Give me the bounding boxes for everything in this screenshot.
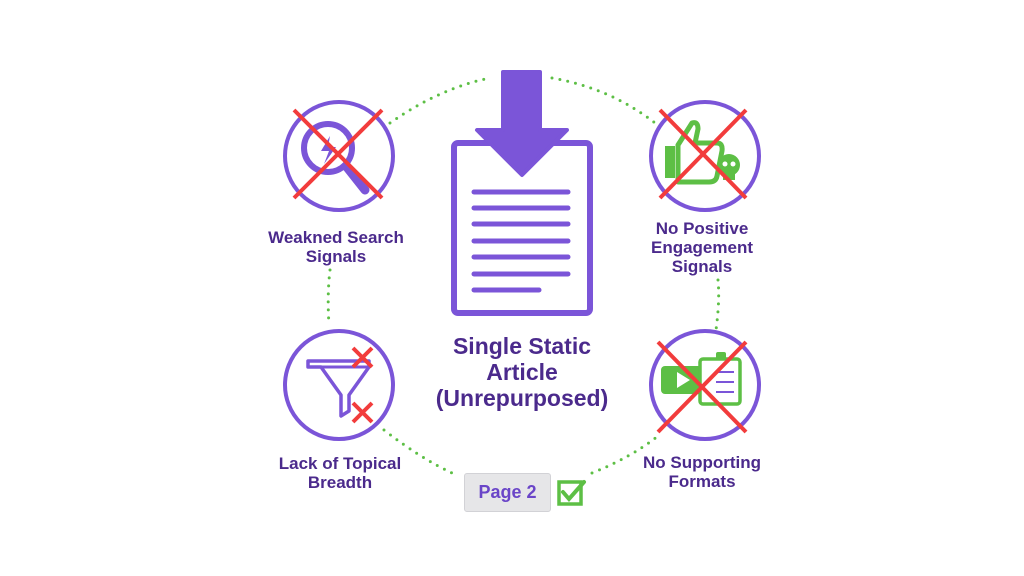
red-x-icon (658, 108, 748, 200)
red-x-icon (656, 340, 748, 434)
label-line: Engagement (650, 238, 754, 257)
checkbox-checked-icon (557, 480, 586, 506)
label-line: Signals (671, 257, 733, 276)
title-line: Single Static (452, 333, 592, 359)
label-line: Breadth (307, 473, 373, 492)
label-line: Weakned Search (268, 228, 404, 247)
label-line: No Supporting (642, 453, 762, 472)
red-x-icon (351, 346, 374, 424)
title-line: (Unrepurposed) (435, 385, 609, 411)
node-label-topical-breadth: Lack of Topical Breadth (279, 454, 402, 492)
center-title: Single Static Article (Unrepurposed) (436, 333, 609, 411)
title-line: Article (486, 359, 558, 385)
document-download-icon (451, 70, 593, 316)
red-x-icon (292, 108, 384, 200)
label-line: Formats (668, 472, 736, 491)
page-2-button[interactable]: Page 2 (464, 473, 551, 512)
label-line: No Positive (655, 219, 749, 238)
node-label-no-positive-engagement: No Positive Engagement Signals (651, 219, 753, 276)
node-label-supporting-formats: No Supporting Formats (643, 453, 761, 491)
node-label-weakened-search: Weakned Search Signals (268, 228, 404, 266)
dotted-connector (326, 76, 721, 475)
label-line: Signals (305, 247, 367, 266)
label-line: Lack of Topical (278, 454, 402, 473)
funnel-icon (283, 329, 395, 441)
